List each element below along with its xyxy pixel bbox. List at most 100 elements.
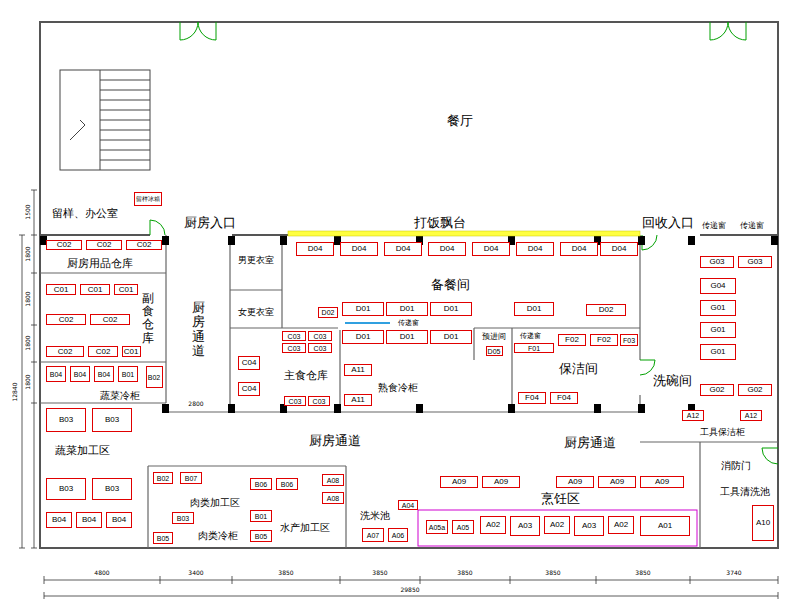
equipment-code: F02 <box>597 336 611 344</box>
equipment-box: B05 <box>250 530 272 542</box>
equipment-code: A05 <box>457 524 469 531</box>
equipment-box: G02 <box>738 384 772 396</box>
equipment-code: B01 <box>122 371 134 378</box>
dimension-text: 4800 <box>94 570 109 576</box>
equipment-code: B06 <box>255 481 267 488</box>
dimension-lines-part <box>44 592 45 599</box>
dimension-lines-part <box>31 273 37 274</box>
equipment-code: D01 <box>400 305 415 313</box>
room-area: 烹饪区A09A09A09A09A09A05aA05A02A03A02A03A02… <box>420 466 700 548</box>
partitions-part <box>640 441 778 442</box>
dimension-lines-part <box>596 576 597 584</box>
equipment-code: D02 <box>322 309 335 316</box>
equipment-code: G02 <box>747 386 762 394</box>
equipment-box: C02 <box>46 240 82 250</box>
equipment-box: C03 <box>282 343 306 353</box>
dimension-lines-part <box>31 235 37 236</box>
dimension-lines-part <box>778 576 779 584</box>
equipment-code: D04 <box>612 245 627 253</box>
equipment-code: 留样冰箱 <box>136 196 160 202</box>
equipment-box: C02 <box>126 240 162 250</box>
room-label: 熟食冷柜 <box>378 383 418 393</box>
equipment-code: A09 <box>452 478 466 486</box>
room-label: 留样、办公室 <box>52 208 118 219</box>
equipment-box: A07 <box>362 528 384 542</box>
equipment-code: A03 <box>518 522 532 530</box>
equipment-box: D01 <box>386 302 428 316</box>
equipment-box: G03 <box>700 256 734 268</box>
equipment-code: A02 <box>614 521 628 529</box>
plan-label: 回收入口 <box>642 216 694 229</box>
equipment-code: C02 <box>97 241 112 249</box>
equipment-code: F03 <box>623 337 635 344</box>
equipment-code: G01 <box>710 326 725 334</box>
equipment-box: F03 <box>620 334 638 346</box>
equipment-box: B03 <box>172 512 194 524</box>
equipment-box: A03 <box>510 516 540 536</box>
equipment-box: A02 <box>544 516 570 534</box>
equipment-code: D01 <box>356 333 371 341</box>
equipment-code: A06 <box>392 532 404 539</box>
equipment-box: A10 <box>752 505 774 541</box>
equipment-code: F04 <box>525 394 539 402</box>
equipment-code: D01 <box>444 305 459 313</box>
equipment-code: B04 <box>74 371 86 378</box>
stairs-part <box>100 110 150 111</box>
equipment-box: B04 <box>76 512 102 528</box>
dimension-lines-part <box>19 548 25 549</box>
dimension-lines-part <box>510 576 511 584</box>
dimension-lines-part <box>420 576 421 584</box>
room-area: 水产加工区B06B06B01B05A08A08 <box>246 466 346 548</box>
partitions-part <box>230 289 282 290</box>
equipment-box: B02 <box>153 472 173 484</box>
equipment-box: F01 <box>514 343 554 353</box>
equipment-box: A11 <box>344 394 372 406</box>
room-area: 主食仓库C03C03C03C03C04C04C03C03 <box>232 330 338 410</box>
room-label: 餐厅 <box>447 114 473 127</box>
partitions-part <box>229 240 230 412</box>
equipment-code: D01 <box>444 333 459 341</box>
plan-label: 打饭飘台 <box>414 216 466 229</box>
equipment-box: D01 <box>342 302 384 316</box>
equipment-box: A08 <box>322 474 344 486</box>
room-area: 蔬菜冷柜B04B04B04B01B02 <box>44 364 144 402</box>
equipment-code: B02 <box>157 475 169 482</box>
dimension-lines-part <box>31 190 37 191</box>
equipment-code: B03 <box>59 485 73 493</box>
equipment-box: A05a <box>426 520 448 534</box>
room-label: 肉类加工区 <box>190 498 240 508</box>
room-label: 男更衣室 <box>238 256 274 265</box>
stairs-part <box>100 140 150 141</box>
equipment-code: D04 <box>308 245 323 253</box>
dimension-lines-part <box>44 576 45 584</box>
equipment-code: G01 <box>710 304 725 312</box>
dimension-lines-part <box>778 592 779 599</box>
equipment-box: C02 <box>86 240 122 250</box>
room-area: 预进间D05 <box>476 328 512 358</box>
equipment-box: G02 <box>700 384 734 396</box>
equipment-box: B03 <box>46 478 86 500</box>
room-label: 备餐间 <box>431 278 470 291</box>
room-label: 工具清洗池 <box>720 487 770 497</box>
dimension-text: 3850 <box>457 570 472 576</box>
equipment-code: D01 <box>400 333 415 341</box>
room-area: 留样、办公室留样冰箱 <box>44 190 132 232</box>
equipment-box: B06 <box>250 478 272 490</box>
dimension-lines-part <box>31 548 37 549</box>
equipment-code: D04 <box>396 245 411 253</box>
equipment-box: A06 <box>388 528 408 542</box>
equipment-box: A02 <box>480 516 506 534</box>
equipment-box: D01 <box>342 330 384 344</box>
equipment-code: A01 <box>658 522 672 530</box>
partitions-part <box>511 328 512 412</box>
equipment-box: C01 <box>80 284 110 295</box>
equipment-box: A09 <box>598 476 636 488</box>
room-label: 女更衣室 <box>238 308 274 317</box>
equipment-code: B02 <box>148 374 160 381</box>
equipment-box: 留样冰箱 <box>134 192 162 206</box>
equipment-code: G03 <box>747 258 762 266</box>
equipment-box: D02 <box>318 307 338 318</box>
equipment-box: B06 <box>276 478 298 490</box>
partitions <box>40 235 778 548</box>
equipment-code: C03 <box>289 398 302 405</box>
